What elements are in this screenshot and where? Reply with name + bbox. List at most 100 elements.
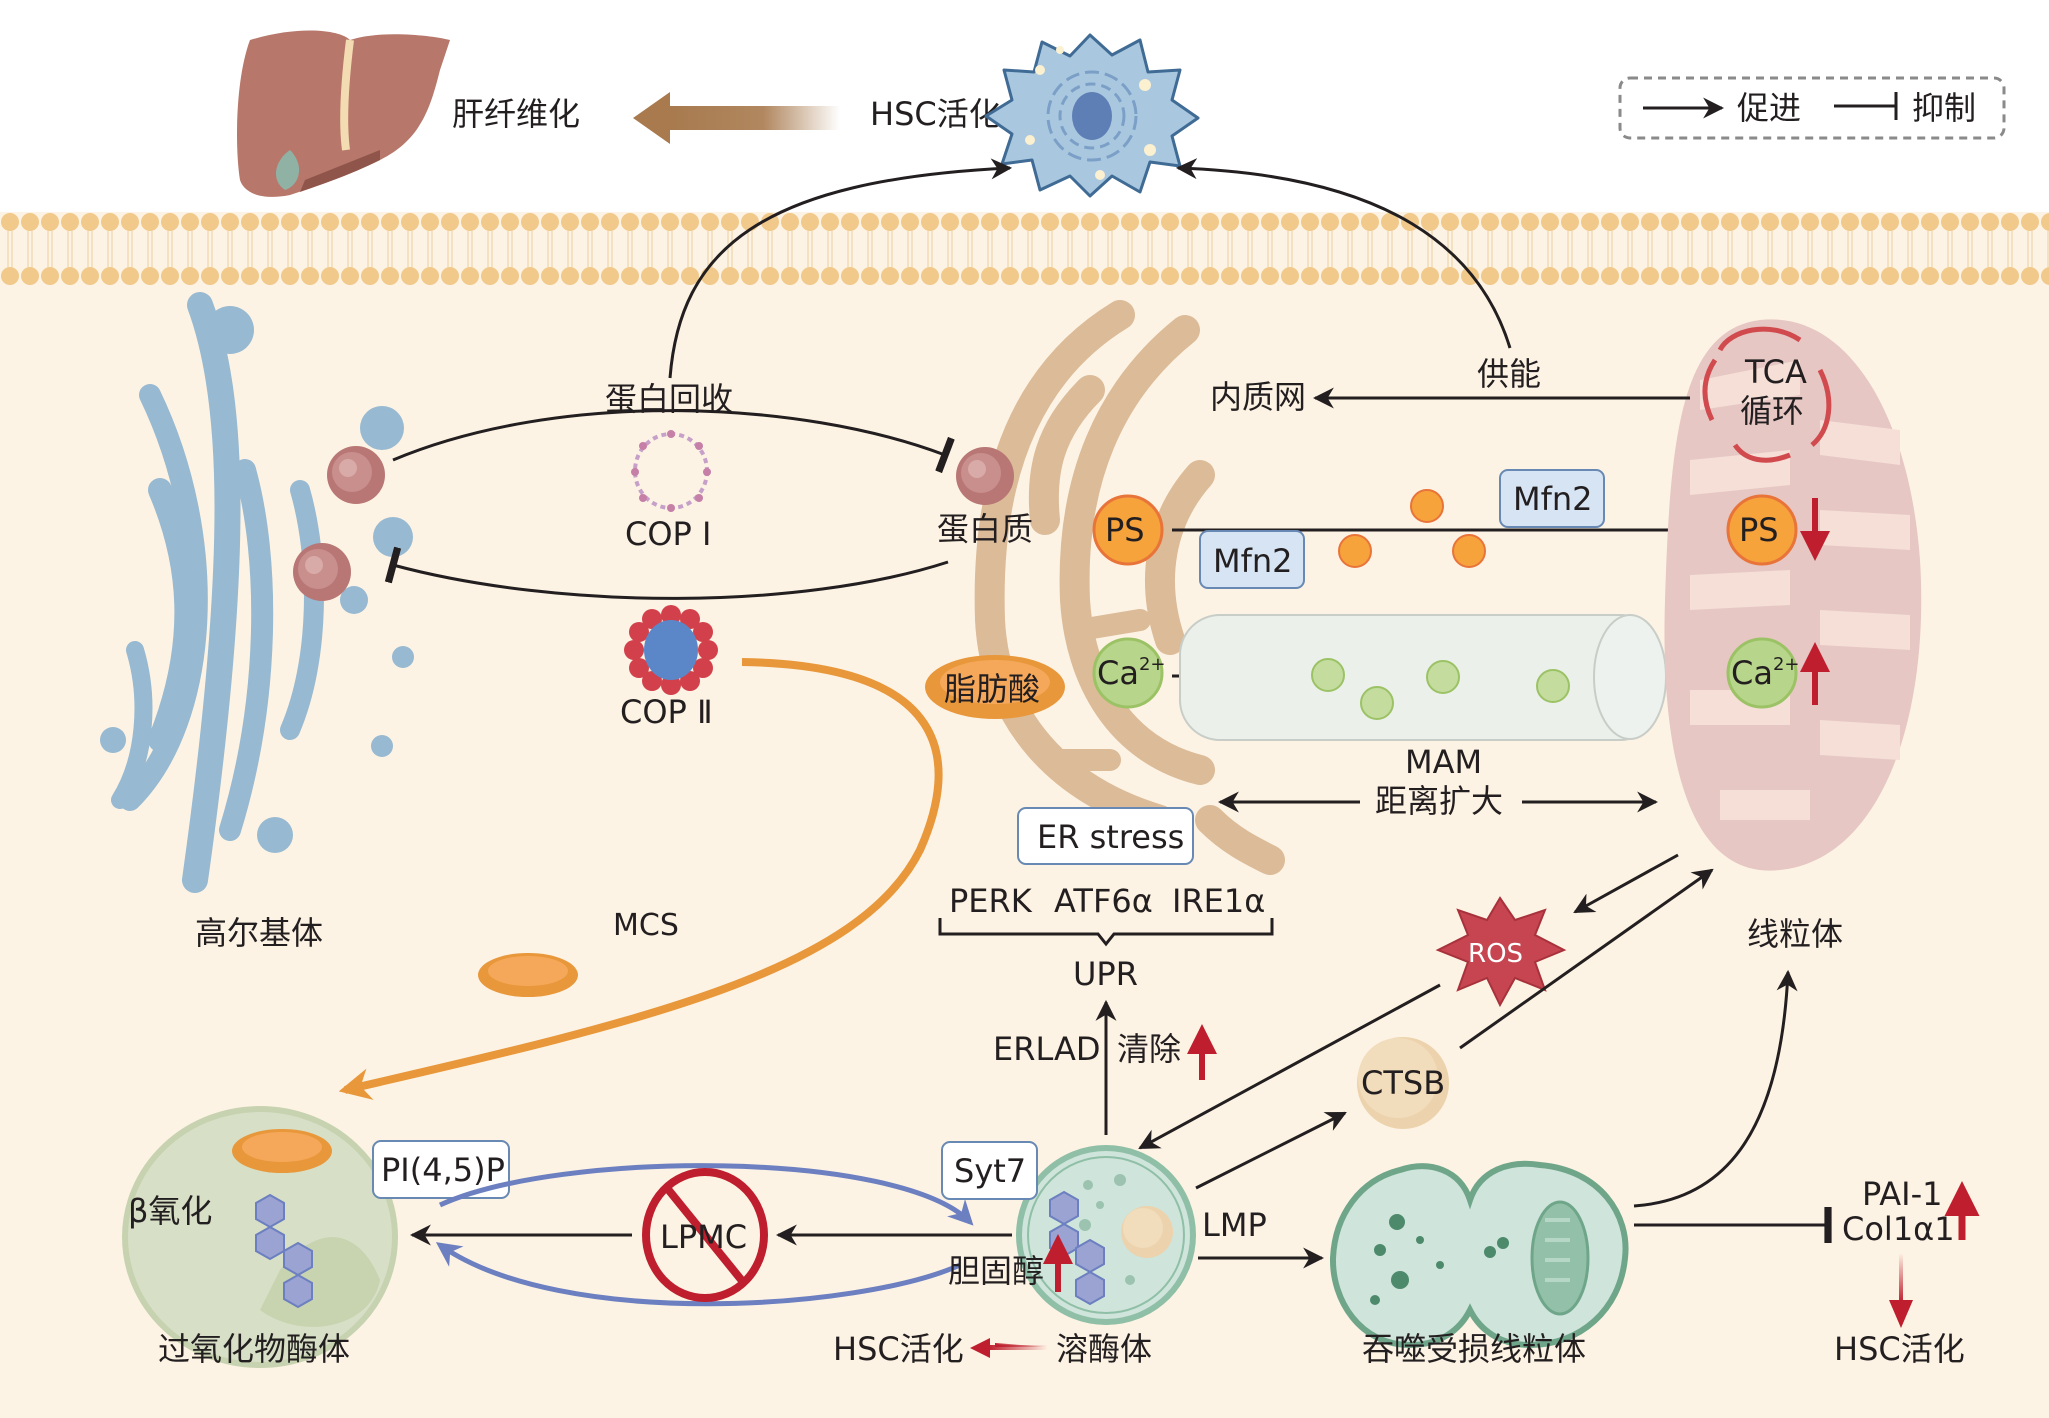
distance-expansion-label: 距离扩大	[1375, 782, 1503, 820]
er-to-golgi-inhibit-line	[384, 546, 949, 600]
ros-burst-icon	[1435, 896, 1567, 1008]
mitophagy-to-mito-arrow	[1633, 969, 1798, 1208]
mfn2-box-a	[1199, 530, 1305, 589]
col1a1-label: Col1α1	[1842, 1210, 1955, 1248]
hsc-cell-icon	[984, 33, 1200, 198]
cop2-label: COP Ⅱ	[620, 693, 713, 731]
lpmc-prohibited-icon	[642, 1168, 768, 1302]
liver-icon	[237, 30, 450, 197]
er-stress-label: ER stress	[1037, 818, 1184, 856]
upr-label: UPR	[1073, 955, 1138, 993]
mitochondria-label: 线粒体	[1747, 915, 1843, 953]
cell-membrane	[0, 212, 2049, 286]
hsc-activation-mitophagy-label: HSC活化	[1834, 1330, 1965, 1368]
mfn2-label-a: Mfn2	[1213, 542, 1293, 580]
mam-tube	[1179, 614, 1667, 741]
ca-mito-circle	[1726, 637, 1798, 709]
lysosome-icon	[1016, 1145, 1196, 1325]
mitophagy-icon	[1329, 1160, 1629, 1349]
er-stress-box	[1017, 807, 1194, 865]
ps-mito-label: PS	[1739, 511, 1779, 549]
lipid-droplet-icon	[478, 953, 578, 997]
energy-supply-label: 供能	[1477, 355, 1541, 393]
ps-er-label: PS	[1105, 511, 1145, 549]
liver-fibrosis-label: 肝纤维化	[452, 95, 580, 133]
protein-vesicle-golgi-1	[327, 446, 385, 504]
mam-label: MAM	[1405, 743, 1482, 781]
ros-to-lysosome-arrow	[1138, 983, 1441, 1150]
er-icon	[974, 300, 1285, 875]
pip2-label: PI(4,5)P	[381, 1151, 505, 1189]
ros-label: ROS	[1468, 939, 1523, 969]
ps-er-circle	[1092, 494, 1164, 566]
svg-text:Ca2+: Ca2+	[1097, 654, 1166, 692]
hsc-activation-lysosome-label: HSC活化	[833, 1330, 964, 1368]
cop1-label: COP Ⅰ	[625, 515, 711, 553]
legend-inhibit: 抑制	[1912, 89, 1976, 127]
ps-mito-circle	[1726, 494, 1798, 566]
fatty-acid-label: 脂肪酸	[944, 670, 1040, 708]
ca-particles	[1311, 658, 1570, 720]
ca-mito-label: Ca	[1731, 654, 1773, 692]
erlad-label: ERLAD	[993, 1030, 1101, 1068]
pai1-label: PAI-1	[1862, 1175, 1942, 1213]
legend: 促进 抑制	[1618, 76, 2006, 140]
ctsb-to-mito-arrow	[1459, 868, 1714, 1050]
fatty-acid-blob	[925, 655, 1065, 719]
mitochondrion-icon	[1664, 319, 1922, 871]
syt7-to-peroxisome-arc	[435, 1242, 962, 1307]
ctsb-label: CTSB	[1361, 1064, 1445, 1102]
fibrosis-arrow	[633, 92, 840, 144]
fibrosis-to-hsc-red-arrow	[1889, 1253, 1913, 1328]
tca-label-line1: TCA	[1744, 353, 1807, 391]
legend-promote: 促进	[1737, 89, 1801, 127]
mitophagy-label: 吞噬受损线粒体	[1362, 1330, 1586, 1368]
beta-oxidation-label: β氧化	[128, 1192, 212, 1230]
cholesterol-hex-icon-peroxisome	[255, 1193, 313, 1309]
syt7-box	[941, 1141, 1038, 1200]
upr-branch-perk: PERK	[949, 882, 1033, 920]
protein-recycling-inhibit-line	[392, 409, 955, 474]
ca-er-superscript: 2+	[1139, 654, 1166, 675]
ca-er-label: Ca	[1097, 654, 1139, 692]
pip2-to-syt7-arc	[438, 1163, 974, 1226]
clearance-label: 清除	[1117, 1030, 1181, 1068]
hsc-activation-top-label: HSC活化	[870, 95, 1001, 133]
energy-to-hsc-arrow	[1175, 158, 1512, 349]
syt7-label: Syt7	[954, 1152, 1026, 1190]
lysosome-label: 溶酶体	[1056, 1330, 1152, 1368]
lpmc-label: LPMC	[660, 1218, 747, 1256]
protein-recycling-to-hsc-arrow	[668, 158, 1013, 379]
er-label: 内质网	[1210, 378, 1306, 416]
upr-branch-atf6a: ATF6α	[1054, 882, 1153, 920]
mcs-label: MCS	[613, 908, 679, 943]
ps-particles	[1338, 489, 1486, 568]
mfn2-label-b: Mfn2	[1513, 480, 1593, 518]
golgi-label: 高尔基体	[195, 914, 323, 952]
lmp-label: LMP	[1202, 1206, 1267, 1244]
protein-vesicle-er	[956, 447, 1014, 505]
cop2-vesicle-icon	[624, 605, 718, 695]
lysosome-hsc-red-arrow	[970, 1338, 1048, 1358]
mito-to-ros-arrow	[1573, 853, 1679, 914]
peroxisome-label: 过氧化物酶体	[158, 1330, 350, 1368]
ctsb-sphere	[1357, 1037, 1449, 1129]
svg-text:Ca2+: Ca2+	[1731, 654, 1800, 692]
protein-vesicle-golgi-2	[293, 543, 351, 601]
cop1-vesicle-icon	[631, 430, 711, 512]
tca-label-line2: 循环	[1740, 392, 1804, 430]
cholesterol-label: 胆固醇	[948, 1252, 1044, 1290]
golgi-icon	[100, 292, 414, 893]
protein-recycling-label: 蛋白回收	[605, 380, 733, 418]
mcs-arrow	[338, 658, 943, 1100]
lipid-droplet-peroxisome-icon	[232, 1129, 332, 1173]
tca-cycle-icon	[1702, 326, 1832, 463]
lysosome-to-ctsb-arrow	[1195, 1111, 1347, 1190]
ca-er-circle	[1092, 637, 1164, 709]
ca-mito-superscript: 2+	[1773, 654, 1800, 675]
upr-branch-ire1a: IRE1α	[1172, 882, 1265, 920]
protein-label: 蛋白质	[937, 510, 1033, 548]
upr-brace	[938, 918, 1274, 947]
pip2-box	[372, 1140, 510, 1199]
